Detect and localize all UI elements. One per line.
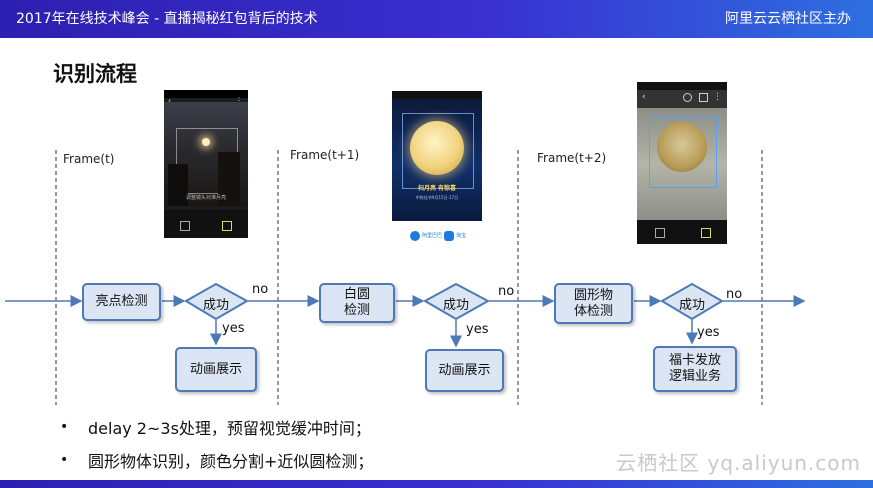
yes-label: yes [222, 321, 245, 336]
phone-screenshot-2: 扫月亮 有惊喜 中秋佳节9月15日-17日 阿里巴巴 淘宝 [392, 91, 482, 247]
brand-label-right: 淘宝 [456, 233, 467, 239]
scan-frame [649, 116, 717, 188]
bullet-dot-icon: • [60, 418, 69, 435]
brand-logo-right [444, 231, 454, 241]
building-silhouette [218, 152, 240, 206]
scan-tab-icon [655, 228, 665, 238]
process-box-round-object: 圆形物 体检测 [554, 283, 633, 324]
menu-icon: ⋮ [235, 96, 243, 105]
header-organizer: 阿里云云栖社区主办 [725, 11, 851, 27]
ar-tab-icon [701, 228, 711, 238]
menu-icon: ⋮ [713, 92, 722, 102]
bullet-dot-icon: • [60, 451, 69, 468]
bottom-bar [164, 210, 248, 238]
back-icon: ‹ [642, 92, 646, 102]
status-bar [164, 90, 248, 98]
bullet-list: • delay 2~3s处理，预留视觉缓冲时间； • 圆形物体识别，颜色分割+近… [60, 410, 373, 476]
scan-frame [402, 113, 474, 189]
moon-dot [202, 138, 210, 146]
decision-diamond [184, 282, 250, 321]
promo-subtitle: 中秋佳节9月15日-17日 [415, 195, 459, 200]
bullet-item: • delay 2~3s处理，预留视觉缓冲时间； [60, 410, 373, 443]
brand-logo-left [410, 231, 420, 241]
back-icon: ‹ [168, 96, 172, 105]
decision-diamond [660, 282, 724, 321]
footer-bar [0, 480, 873, 488]
phone-screenshot-3: ‹ ⋮ [637, 82, 727, 244]
page-title: 识别流程 [53, 62, 137, 86]
header-bar: 2017年在线技术峰会 - 直播揭秘红包背后的技术 阿里云云栖社区主办 [0, 0, 873, 38]
frame-label-t2: Frame(t+2) [537, 151, 607, 165]
frame-label-t: Frame(t) [63, 152, 115, 166]
decision-diamond [422, 282, 491, 321]
result-box-card-logic: 福卡发放 逻辑业务 [653, 346, 737, 392]
frame-label-t1: Frame(t+1) [290, 148, 360, 162]
top-toolbar [637, 90, 727, 108]
status-bar [637, 82, 727, 90]
header-title: 2017年在线技术峰会 - 直播揭秘红包背后的技术 [16, 11, 318, 27]
ar-tab-icon [222, 221, 232, 231]
process-box-white-circle: 白圆 检测 [319, 283, 395, 323]
yes-label: yes [466, 322, 489, 337]
status-bar [392, 91, 482, 99]
camera-switch-icon [699, 93, 708, 102]
brand-label-left: 阿里巴巴 [422, 233, 443, 239]
round-object [657, 122, 707, 172]
full-moon [410, 121, 464, 175]
no-label: no [498, 284, 515, 299]
bullet-item: • 圆形物体识别，颜色分割+近似圆检测； [60, 443, 373, 476]
process-box-bright-spot: 亮点检测 [82, 283, 161, 321]
phone-screenshot-1: ‹ ⋮ 调整镜头对准月亮 [164, 90, 248, 238]
flash-icon [683, 93, 692, 102]
watermark: 云栖社区 yq.aliyun.com [616, 451, 861, 475]
building-silhouette [168, 164, 188, 206]
decision-label: 成功 [202, 298, 229, 313]
scan-tab-icon [180, 221, 190, 231]
bottom-bar [637, 220, 727, 244]
decision-label: 成功 [678, 298, 705, 313]
scan-caption: 调整镜头对准月亮 [185, 195, 226, 201]
result-box-animation: 动画展示 [425, 349, 504, 392]
no-label: no [252, 282, 269, 297]
result-box-animation: 动画展示 [175, 347, 257, 392]
promo-title: 扫月亮 有惊喜 [417, 185, 457, 192]
decision-label: 成功 [442, 298, 469, 313]
no-label: no [726, 287, 743, 302]
bullet-text: 圆形物体识别，颜色分割+近似圆检测； [88, 451, 374, 471]
yes-label: yes [697, 325, 720, 340]
bullet-text: delay 2~3s处理，预留视觉缓冲时间； [88, 418, 371, 438]
